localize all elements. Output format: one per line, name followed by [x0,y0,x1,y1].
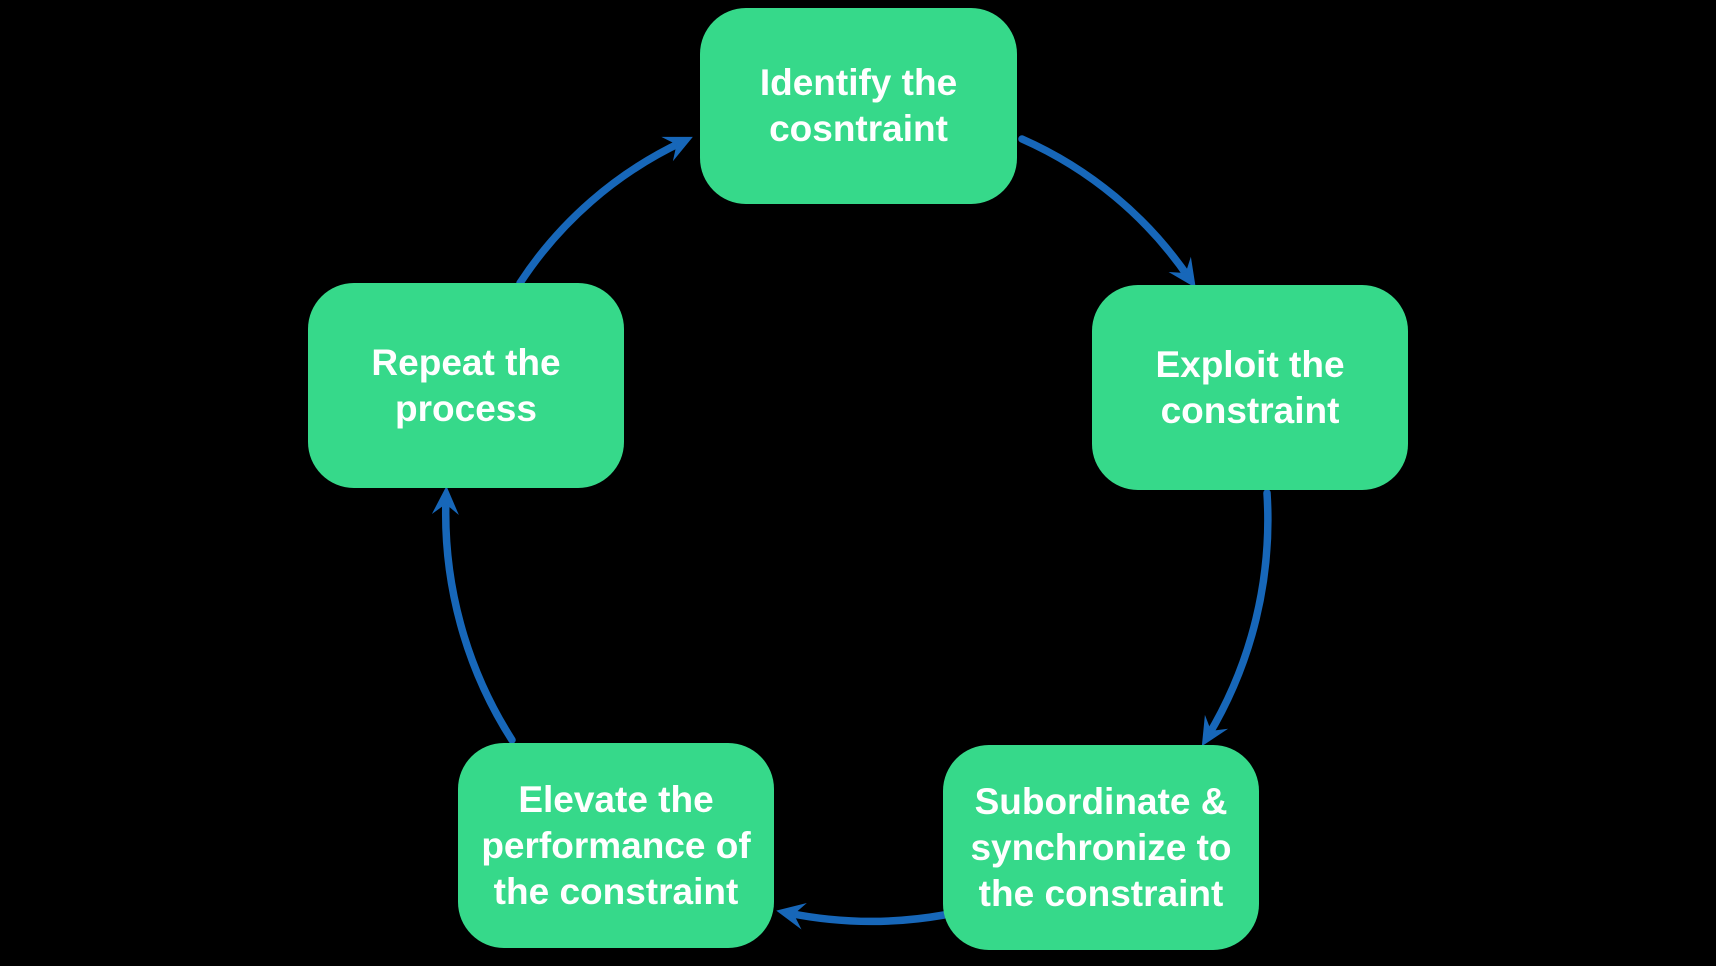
node-label-line: Elevate the [518,778,714,820]
node-label-line: Subordinate & [974,780,1228,822]
arrow-identify-to-exploit [1018,135,1196,288]
node-label-line: Repeat the [371,341,561,383]
node-label-line: constraint [1160,389,1340,431]
node-subordinate-synchronize: Subordinate & synchronize to the constra… [943,745,1259,950]
arrow-elevate-to-repeat [431,486,516,744]
arrow-repeat-to-identify [516,136,693,287]
node-label-line: process [395,387,537,429]
node-repeat-the-process: Repeat the process [308,283,624,488]
node-label-line: Exploit the [1155,343,1345,385]
node-label-line: the constraint [978,872,1224,914]
node-exploit-the-constraint: Exploit the constraint [1092,285,1408,490]
node-label-line: cosntraint [769,108,948,149]
arrow-exploit-to-subordinate [1201,489,1272,747]
node-identify-the-constraint: Identify the cosntraint [700,8,1017,204]
arrow-subordinate-to-elevate [776,903,948,930]
node-label-line: performance of [481,824,751,866]
node-elevate-performance: Elevate the performance of the constrain… [458,743,774,948]
node-label-line: synchronize to [970,826,1232,868]
node-label-line: Identify the [759,62,958,103]
node-label-line: the constraint [493,870,739,912]
